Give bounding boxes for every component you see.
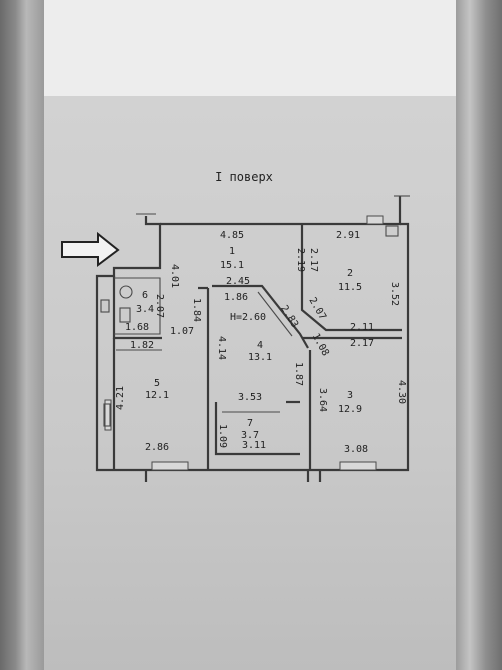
dim-187: 1.87 xyxy=(293,362,304,386)
room-4-area: 13.1 xyxy=(248,352,272,363)
room-7-number: 7 xyxy=(247,418,253,429)
room-1-number: 1 xyxy=(229,246,235,257)
room-2-area: 11.5 xyxy=(338,282,362,293)
dim-219: 2.19 xyxy=(295,248,306,272)
interior-walls xyxy=(112,224,402,470)
dim-283: 2.83 xyxy=(278,304,300,330)
dim-414: 4.14 xyxy=(216,336,227,360)
dim-217b: 2.17 xyxy=(350,338,374,349)
dim-245: 2.45 xyxy=(226,276,250,287)
ceiling-height: H=2.60 xyxy=(230,312,266,323)
dim-291: 2.91 xyxy=(336,230,360,241)
dim-108: 1.08 xyxy=(310,332,331,358)
room-1-area: 15.1 xyxy=(220,260,244,271)
dim-364: 3.64 xyxy=(317,388,328,412)
room-4-number: 4 xyxy=(257,340,263,351)
room-7-area: 3.7 xyxy=(241,430,259,441)
dim-182: 1.82 xyxy=(130,340,154,351)
floor-plan-sheet xyxy=(44,96,456,670)
sheet-top-margin xyxy=(44,0,456,96)
dim-353: 3.53 xyxy=(238,392,262,403)
dim-107: 1.07 xyxy=(170,326,194,337)
dim-286: 2.86 xyxy=(145,442,169,453)
dim-186: 1.86 xyxy=(224,292,248,303)
dim-168: 1.68 xyxy=(125,322,149,333)
room-6-number: 6 xyxy=(142,290,148,301)
room-5-number: 5 xyxy=(154,378,160,389)
dim-308: 3.08 xyxy=(344,444,368,455)
fixtures xyxy=(100,225,399,427)
floor-title: I поверх xyxy=(215,170,273,184)
dim-207a: 2.07 xyxy=(154,294,165,318)
windows xyxy=(104,215,384,471)
room-labels: 1 15.1 2 11.5 3 12.9 4 13.1 5 12.1 6 3.4… xyxy=(136,246,362,441)
room-3-number: 3 xyxy=(347,390,353,401)
dim-207b: 2.07 xyxy=(306,296,328,322)
dim-184: 1.84 xyxy=(191,298,202,322)
dim-109: 1.09 xyxy=(217,424,228,448)
entrance-arrow-icon xyxy=(61,231,120,267)
left-page-edge xyxy=(0,0,44,670)
room-6-area: 3.4 xyxy=(136,304,154,315)
dim-311: 3.11 xyxy=(242,440,266,451)
right-page-edge xyxy=(456,0,502,670)
room-5-area: 12.1 xyxy=(145,390,169,401)
dim-217a: 2.17 xyxy=(308,248,319,272)
dim-401: 4.01 xyxy=(169,264,180,288)
dimension-labels: 4.85 2.91 2.45 1.86 2.11 1.68 1.07 1.82 … xyxy=(125,230,374,455)
room-2-number: 2 xyxy=(347,268,353,279)
dim-430: 4.30 xyxy=(396,380,407,404)
room-3-area: 12.9 xyxy=(338,404,362,415)
dim-352: 3.52 xyxy=(389,282,400,306)
dim-485: 4.85 xyxy=(220,230,244,241)
dim-421: 4.21 xyxy=(115,386,126,410)
dim-211: 2.11 xyxy=(350,322,374,333)
